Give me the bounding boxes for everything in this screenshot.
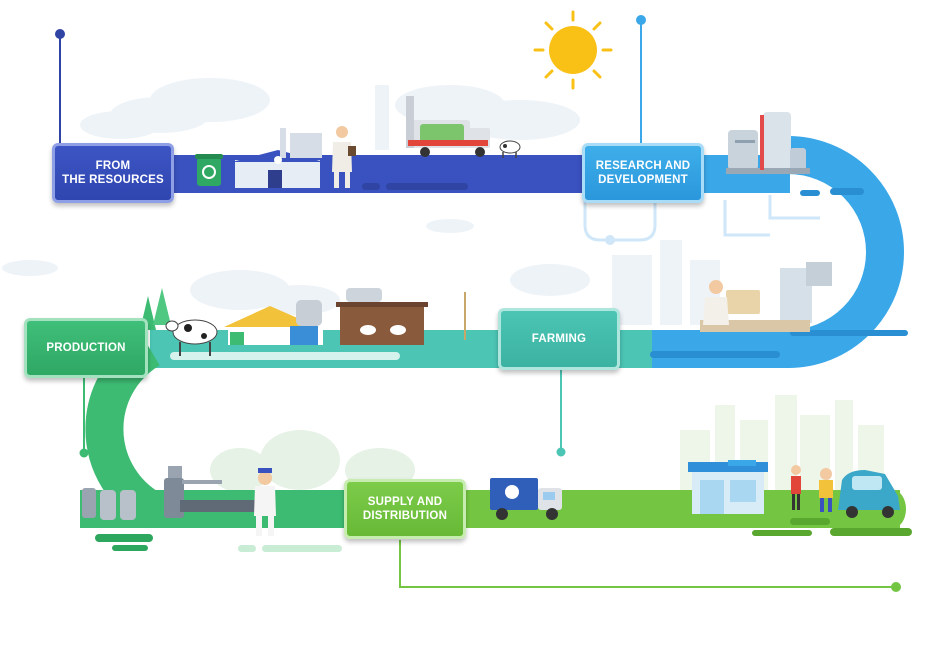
factory-icon xyxy=(232,128,324,188)
lab-worker-icon xyxy=(700,262,832,332)
stage-supply-and-distribution[interactable]: SUPPLY AND DISTRIBUTION xyxy=(344,479,466,539)
cow-icon xyxy=(499,140,521,158)
barn-icon xyxy=(224,300,323,345)
sun-icon xyxy=(533,10,613,90)
background-scenery xyxy=(2,78,720,325)
shoppers-icon xyxy=(791,465,833,512)
stage-farming[interactable]: FARMING xyxy=(498,308,620,370)
scientist-icon xyxy=(332,126,356,188)
garbage-truck-icon xyxy=(406,96,490,157)
processing-line-icon xyxy=(82,466,260,520)
cow-icon xyxy=(165,319,218,356)
road-highlights xyxy=(95,183,912,552)
store-icon xyxy=(688,460,768,514)
lab-tanks-icon xyxy=(726,112,810,174)
stage-from-the-resources[interactable]: FROM THE RESOURCES xyxy=(52,143,174,203)
delivery-truck-icon xyxy=(490,478,562,520)
worker-icon xyxy=(254,468,276,536)
car-icon xyxy=(838,470,900,518)
stage-research-and-development[interactable]: RESEARCH AND DEVELOPMENT xyxy=(582,143,704,203)
connector-lines xyxy=(55,15,901,592)
stage-production[interactable]: PRODUCTION xyxy=(24,318,148,378)
milking-shed-icon xyxy=(336,288,466,345)
recycle-bin-icon xyxy=(195,154,223,186)
